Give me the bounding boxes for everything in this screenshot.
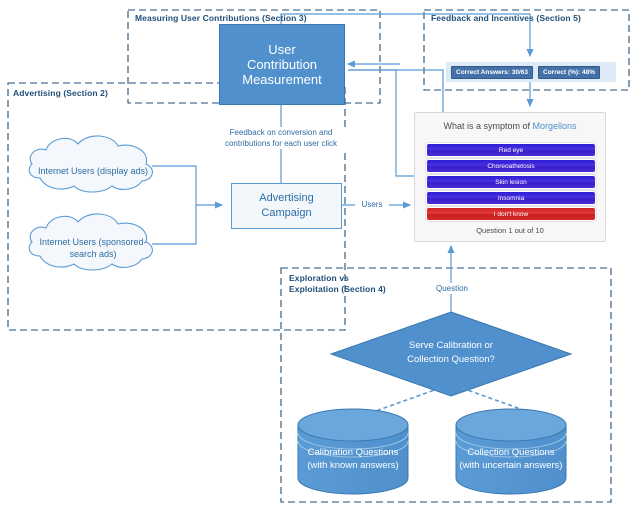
quiz-panel: What is a symptom of Morgellons Red eye … bbox=[414, 112, 606, 242]
quiz-option-1[interactable]: Red eye bbox=[426, 143, 596, 157]
advertising-campaign-box[interactable]: Advertising Campaign bbox=[231, 183, 342, 229]
advertising-campaign-label: Advertising Campaign bbox=[259, 192, 314, 219]
calibration-db-label: Calibration Questions (with known answer… bbox=[307, 447, 399, 471]
cloud-display-ads bbox=[28, 135, 153, 193]
stats-bar: Correct Answers: 30/63 Correct (%): 48% bbox=[446, 62, 616, 82]
quiz-option-4[interactable]: Insomnia bbox=[426, 191, 596, 205]
section-label-feedback: Feedback and Incentives (Section 5) bbox=[431, 13, 581, 23]
section-label-exploration: Exploration vs Exploitation (Section 4) bbox=[289, 273, 386, 294]
edge-label-users: Users bbox=[355, 199, 389, 210]
edge-decision-to-calibration bbox=[360, 387, 441, 418]
section-label-measuring: Measuring User Contributions (Section 3) bbox=[135, 13, 307, 23]
quiz-question-prefix: What is a symptom of bbox=[443, 121, 533, 131]
badge-correct-answers[interactable]: Correct Answers: 30/63 bbox=[451, 65, 534, 79]
edge-quiz-to-ucm-seg bbox=[348, 69, 414, 177]
quiz-option-3[interactable]: Skin lesion bbox=[426, 175, 596, 189]
edge-quiz-up bbox=[348, 69, 444, 112]
quiz-option-2[interactable]: Choreoathetosis bbox=[426, 159, 596, 173]
quiz-progress: Question 1 out of 10 bbox=[476, 226, 544, 235]
quiz-question-link[interactable]: Morgellons bbox=[532, 121, 577, 131]
quiz-option-dont-know[interactable]: I don't know bbox=[426, 207, 596, 221]
cloud-display-ads-label: Internet Users (display ads) bbox=[37, 166, 149, 176]
edge-decision-to-collection bbox=[461, 387, 542, 418]
section-label-advertising: Advertising (Section 2) bbox=[13, 88, 108, 98]
user-contribution-measurement-box[interactable]: User Contribution Measurement bbox=[219, 24, 345, 105]
edge-label-question: Question bbox=[428, 283, 476, 294]
collection-db-label: Collection Questions (with uncertain ans… bbox=[459, 447, 563, 471]
cloud-sponsored-ads-label: Internet Users (sponsored- search ads) bbox=[39, 237, 147, 259]
badge-correct-percent[interactable]: Correct (%): 48% bbox=[538, 65, 601, 79]
quiz-question: What is a symptom of Morgellons bbox=[415, 121, 605, 131]
edge-label-feedback-conversion: Feedback on conversion and contributions… bbox=[201, 127, 361, 149]
ucm-label: User Contribution Measurement bbox=[242, 42, 322, 87]
decision-label: Serve Calibration or Collection Question… bbox=[407, 340, 495, 365]
